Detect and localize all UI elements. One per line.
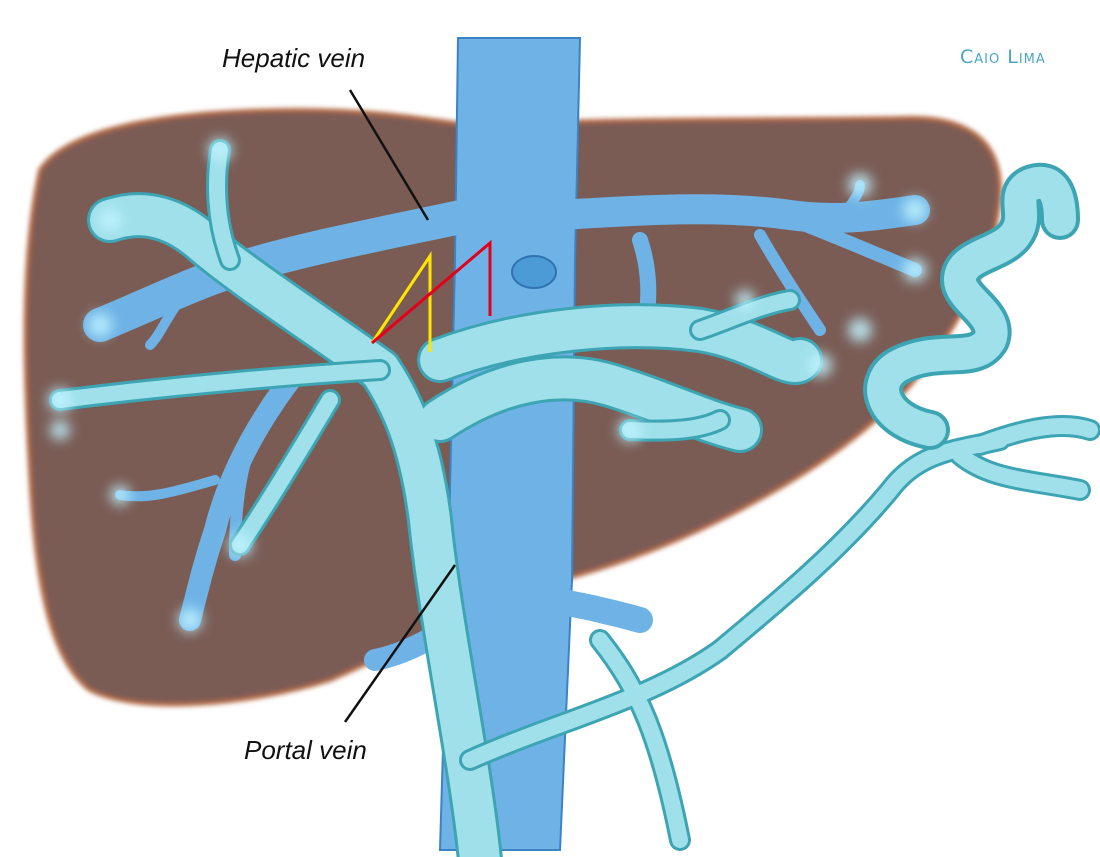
vessel-cross-section [512,256,556,288]
portal-vein-label: Portal vein [244,735,367,766]
artist-signature: Caio Lima [960,46,1046,68]
hepatic-vein-label: Hepatic vein [222,43,365,74]
